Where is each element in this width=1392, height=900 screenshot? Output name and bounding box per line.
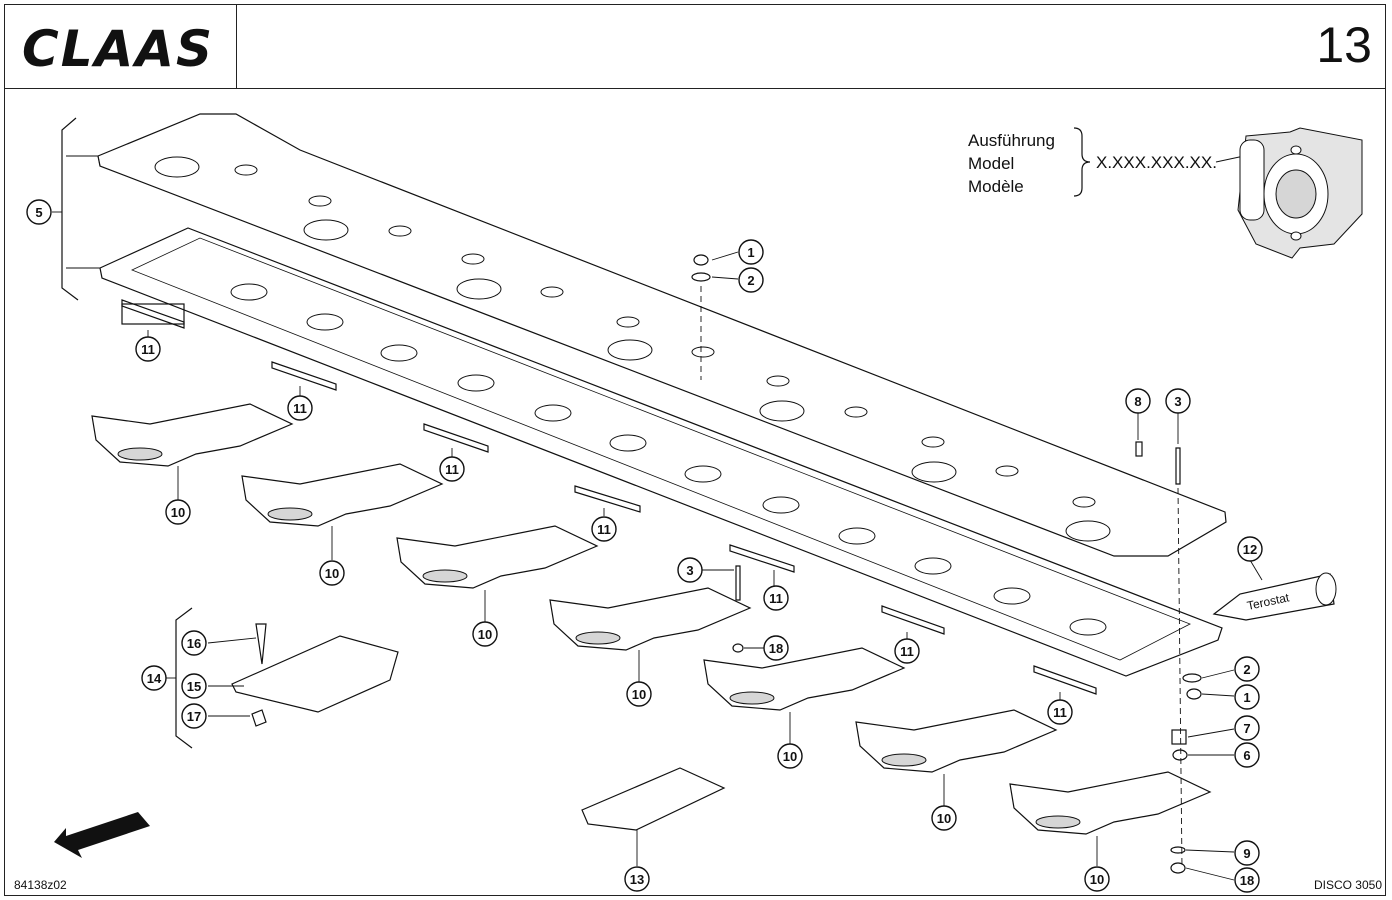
callout-11-f: 11 [894,638,920,664]
svg-text:5: 5 [35,205,42,220]
svg-text:11: 11 [141,342,155,357]
logo-text: CLAAS [22,20,214,72]
callout-1-right: 1 [1234,684,1260,710]
svg-text:2: 2 [747,273,754,288]
svg-text:10: 10 [1090,872,1104,887]
svg-text:10: 10 [171,505,185,520]
callout-3-mid: 3 [677,557,703,583]
callout-9: 9 [1234,840,1260,866]
model-name: DISCO 3050 [1313,878,1382,892]
callout-11-g: 11 [1047,699,1073,725]
callout-11-c: 11 [439,456,465,482]
callout-11-a: 11 [135,336,161,362]
svg-text:3: 3 [686,563,693,578]
svg-text:12: 12 [1243,542,1257,557]
svg-text:11: 11 [769,591,783,606]
tube-label: Terostat [1246,590,1291,613]
svg-text:11: 11 [1053,705,1067,720]
callout-10-f: 10 [931,805,957,831]
svg-text:10: 10 [937,811,951,826]
edition-line-de: Ausführung [968,131,1055,150]
plate-13 [581,767,726,831]
svg-text:11: 11 [900,644,914,659]
callout-5: 5 [26,199,52,225]
callout-8: 8 [1125,388,1151,414]
callout-10-e: 10 [777,743,803,769]
svg-text:3: 3 [1174,394,1181,409]
callout-14: 14 [141,665,167,691]
svg-text:8: 8 [1134,394,1141,409]
lower-pan [99,227,1223,677]
terostat-tube: Terostat [1212,572,1337,621]
callout-10-d: 10 [626,681,652,707]
drawing-number: 84138z02 [14,878,67,892]
callout-10-g: 10 [1084,866,1110,892]
svg-text:10: 10 [478,627,492,642]
edition-detail: Ausführung Model Modèle X.XXX.XXX.XX. [968,127,1363,259]
callout-18-right: 18 [1234,867,1260,893]
callout-13: 13 [624,866,650,892]
svg-text:6: 6 [1243,748,1250,763]
header-divider [236,4,237,88]
edition-line-fr: Modèle [968,177,1024,196]
callout-16: 16 [181,630,207,656]
callout-10-c: 10 [472,621,498,647]
svg-text:1: 1 [1243,690,1250,705]
svg-text:16: 16 [187,636,201,651]
assembly-14 [231,623,399,727]
callout-10-a: 10 [165,499,191,525]
svg-text:10: 10 [325,566,339,581]
type-plate-illustration [1237,127,1363,259]
header-rule [4,88,1386,89]
callout-10-b: 10 [319,560,345,586]
callout-11-b: 11 [287,395,313,421]
callout-3-right: 3 [1165,388,1191,414]
direction-arrow [54,812,150,858]
edition-line-en: Model [968,154,1014,173]
svg-text:1: 1 [747,245,754,260]
mounting-strips [121,299,1097,695]
callout-12: 12 [1237,536,1263,562]
svg-text:10: 10 [632,687,646,702]
callout-11-e: 11 [763,585,789,611]
svg-text:15: 15 [187,679,201,694]
page-frame [4,4,1386,896]
svg-text:10: 10 [783,749,797,764]
callout-11-d: 11 [591,516,617,542]
callout-2-right: 2 [1234,656,1260,682]
svg-text:17: 17 [187,709,201,724]
bracket-5 [61,117,79,301]
svg-text:2: 2 [1243,662,1250,677]
callout-7: 7 [1234,715,1260,741]
svg-text:7: 7 [1243,721,1250,736]
callout-6: 6 [1234,742,1260,768]
callout-2-top: 2 [738,267,764,293]
callout-18-mid: 18 [763,635,789,661]
svg-text:18: 18 [1240,873,1254,888]
svg-text:9: 9 [1243,846,1250,861]
top-plate [97,113,1227,557]
svg-text:18: 18 [769,641,783,656]
callout-15: 15 [181,673,207,699]
callout-17: 17 [181,703,207,729]
svg-text:11: 11 [293,401,307,416]
edition-code: X.XXX.XXX.XX. [1096,153,1217,172]
svg-text:14: 14 [147,671,162,686]
claas-logo: CLAAS [22,20,214,72]
callout-leaders [147,251,1263,881]
skids [91,403,1212,835]
page-number: 13 [1316,17,1372,73]
svg-text:13: 13 [630,872,644,887]
svg-text:11: 11 [597,522,611,537]
hardware [691,254,1202,874]
svg-text:11: 11 [445,462,459,477]
callout-1-top: 1 [738,239,764,265]
